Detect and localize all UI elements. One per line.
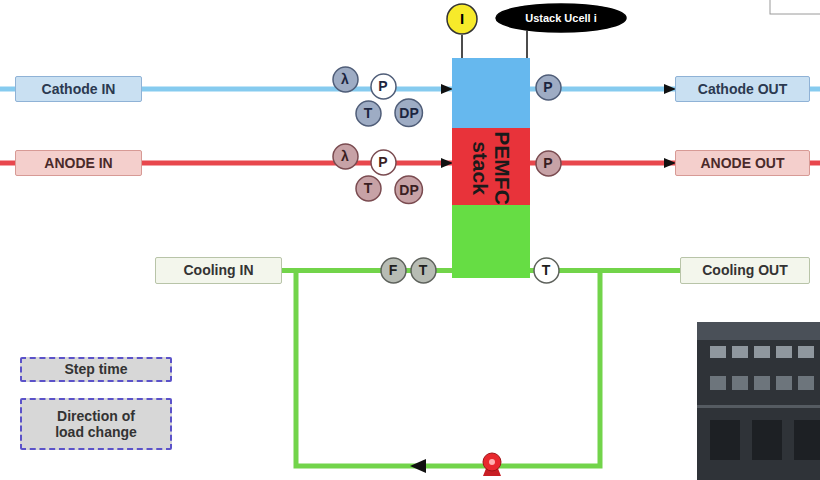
photo-ledge [697,405,820,408]
frame-fragment [770,0,820,14]
sensor-circle: λ [332,66,359,93]
node-label: λ [341,148,349,164]
photo-window [710,376,726,390]
inlet-box: Cooling IN [155,257,282,284]
node-label: I [460,10,464,27]
outlet-box: Cathode OUT [675,76,810,102]
inlet-box: Cathode IN [15,76,142,102]
current-signal: I [446,3,478,35]
outline-ellipse [395,99,422,126]
photo-roof [697,322,820,340]
node-label: P [543,79,552,95]
outline-ellipse [447,4,477,34]
sensor-circle: P [370,149,397,176]
sensor-circle: T [533,257,560,284]
node-label: Step time [64,361,127,377]
inlet-box: ANODE IN [15,150,142,176]
pump-hub [489,459,495,465]
node-label: T [364,180,373,196]
outline-ellipse [534,258,559,283]
outline-ellipse [411,258,436,283]
photo-window [776,346,792,358]
node-label: Cathode OUT [698,81,787,97]
sensor-circle: P [370,73,397,100]
sensor-circle: DP [394,98,423,127]
outline-ellipse [356,101,381,126]
sensor-circle: T [355,175,382,202]
sensor-circle: λ [332,143,359,170]
outlet-box: Cooling OUT [680,257,810,284]
photo-window [754,376,770,390]
node-label: F [389,262,398,278]
sensor-circle: P [535,150,562,177]
parameter-box: Step time [20,357,172,381]
signal-wire [526,31,528,58]
sensor-circle: T [355,100,382,127]
node-label: P [543,155,552,171]
stack-block: PEMFC stack [452,58,530,278]
photo-window [798,376,814,390]
photo-window [798,346,814,358]
node-label: ANODE IN [44,155,112,171]
photo-window [732,346,748,358]
sensor-circle: DP [394,175,423,204]
sensor-circle: F [380,257,407,284]
outline-ellipse [381,258,406,283]
photo-window [710,346,726,358]
node-label: DP [399,105,418,121]
outline-ellipse [371,150,396,175]
outline-ellipse [536,151,561,176]
node-label: Direction of load change [44,408,149,440]
flow-pipe [142,87,452,92]
node-label: DP [399,182,418,198]
node-label: T [542,262,551,278]
outline-ellipse [536,75,561,100]
photo-window [754,346,770,358]
outline-ellipse [333,144,358,169]
node-label: λ [341,71,349,87]
parameter-box: Direction of load change [20,398,172,450]
photo-window [710,420,740,460]
node-label: Cooling IN [184,262,254,278]
photo-ground [697,322,820,480]
signal-wire [461,35,463,58]
outlet-box: ANODE OUT [675,150,810,176]
photo-window [794,420,820,460]
flow-pipe [142,161,452,166]
outline-ellipse [496,4,626,32]
sensor-circle: T [410,257,437,284]
node-label: T [419,262,428,278]
photo-window [776,376,792,390]
node-label: P [378,78,387,94]
node-label: Cathode IN [42,81,116,97]
node-label: Ustack Ucell i [525,12,597,25]
outline-ellipse [371,74,396,99]
pump-symbol [483,453,501,471]
stack-label: PEMFC stack [469,126,513,210]
photo-window [752,420,782,460]
node-label: P [378,154,387,170]
outline-ellipse [356,176,381,201]
node-label: T [364,105,373,121]
outline-ellipse [333,67,358,92]
outline-ellipse [395,176,422,203]
building-photo [697,322,820,480]
cooling-loop [296,270,600,466]
photo-window [732,376,748,390]
sensor-circle: P [535,74,562,101]
node-label: Cooling OUT [702,262,788,278]
node-label: ANODE OUT [701,155,785,171]
voltage-signal: Ustack Ucell i [495,3,627,33]
flow-arrow [410,459,426,473]
